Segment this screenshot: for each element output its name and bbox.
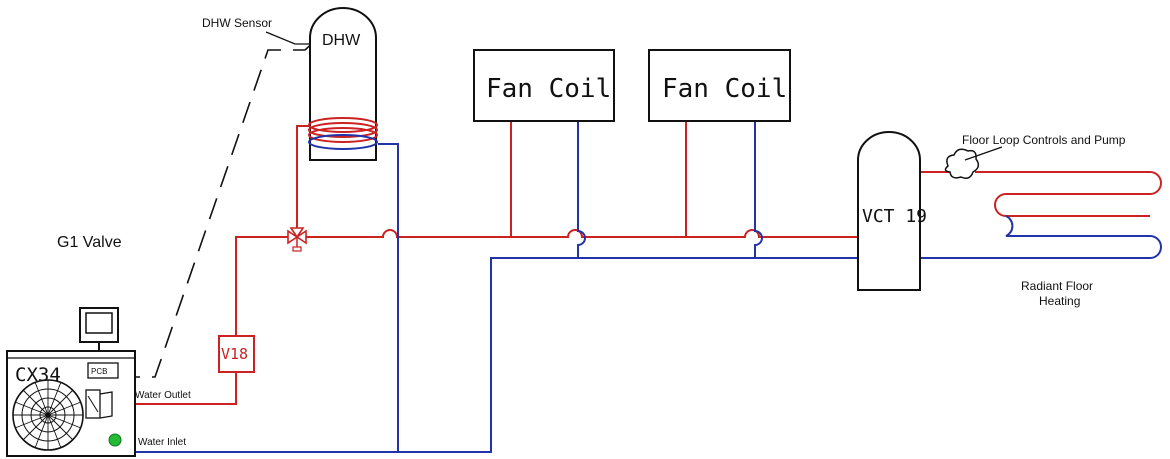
- v18-tank: [218, 335, 255, 373]
- floor-loop-label: Floor Loop Controls and Pump: [962, 133, 1126, 147]
- dhw-tank: [308, 7, 378, 161]
- v18-label: V18: [221, 345, 248, 363]
- fan-coil-1-label: Fan Coil: [486, 74, 611, 104]
- water-outlet-label: Water Outlet: [135, 390, 191, 401]
- radiant-floor-label-line2: Heating: [1039, 294, 1080, 308]
- fan-coil-1: [473, 49, 615, 122]
- fan-coil-2-label: Fan Coil: [662, 74, 787, 104]
- vct-label: VCT 19: [862, 206, 927, 227]
- dhw-sensor-wire: [118, 31, 317, 378]
- radiant-floor-label-line1: Radiant Floor: [1021, 279, 1093, 293]
- fan-coil-2: [648, 49, 791, 122]
- dhw-sensor-label: DHW Sensor: [202, 16, 272, 30]
- cx34-label: CX34: [15, 364, 61, 386]
- vct-tank: [857, 131, 921, 291]
- floor-loop-pump: [944, 146, 1003, 179]
- water-inlet-label: Water Inlet: [138, 437, 186, 448]
- cx34-heat-pump: [6, 307, 136, 457]
- g1-valve-label: G1 Valve: [57, 234, 122, 251]
- g1-valve: [287, 227, 307, 252]
- pcb-label: PCB: [91, 367, 107, 376]
- hot-supply-pipes: [112, 122, 1162, 405]
- dhw-tank-label: DHW: [322, 32, 361, 49]
- fan-grille-icon: [12, 379, 84, 451]
